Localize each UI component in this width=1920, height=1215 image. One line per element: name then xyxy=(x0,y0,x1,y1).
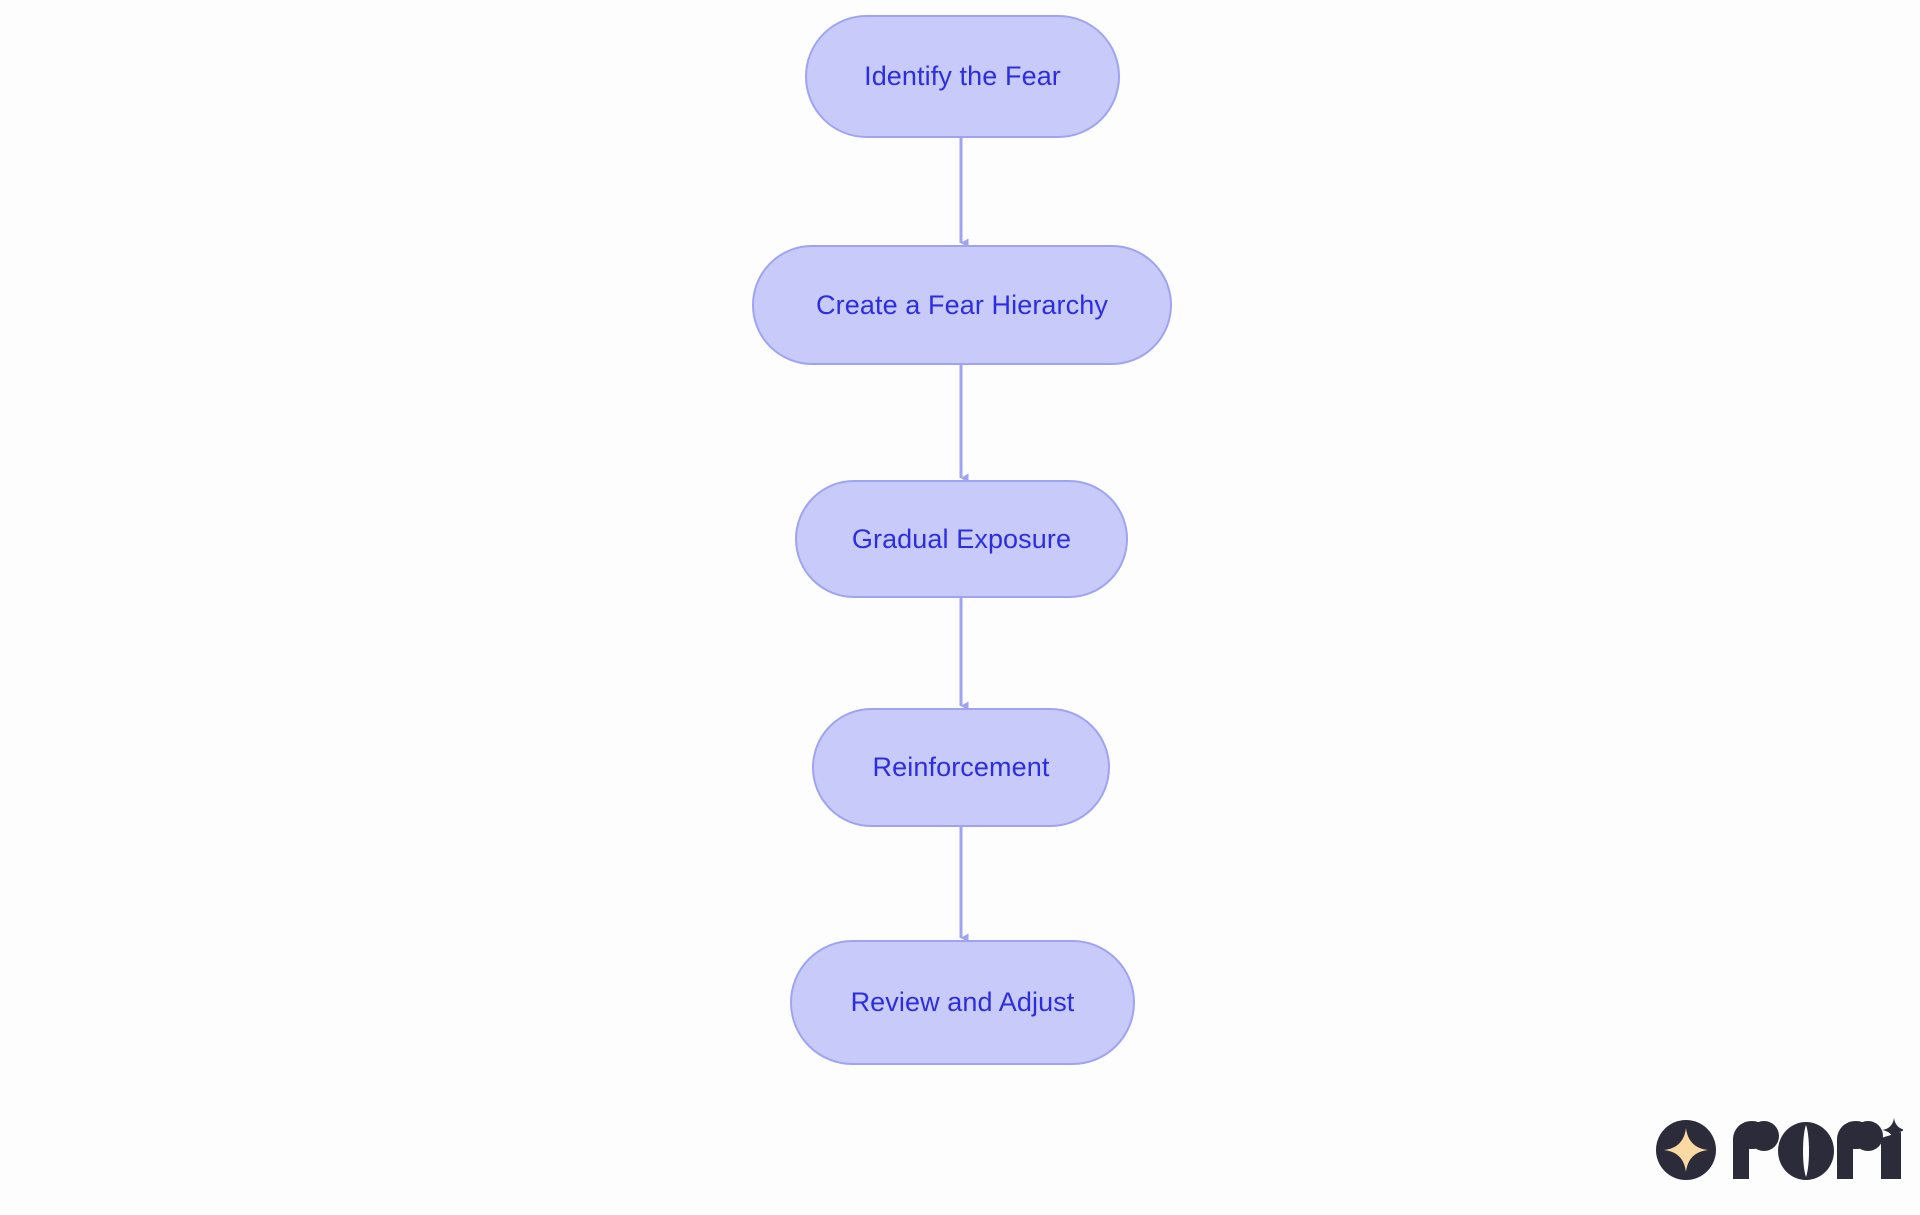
sparkle-star-icon xyxy=(1656,1120,1716,1180)
flowchart-node-label: Create a Fear Hierarchy xyxy=(816,289,1108,320)
flowchart-node-n1[interactable]: Identify the Fear xyxy=(805,15,1120,138)
flowchart-node-label: Reinforcement xyxy=(872,752,1050,782)
flowchart-node-n4[interactable]: Reinforcement xyxy=(812,708,1110,827)
flowchart-node-n3[interactable]: Gradual Exposure xyxy=(795,480,1128,598)
flowchart-node-n5[interactable]: Review and Adjust xyxy=(790,940,1135,1065)
rori-logo xyxy=(1655,1118,1903,1182)
flowchart-node-label: Gradual Exposure xyxy=(851,523,1072,554)
flowchart-node-n2[interactable]: Create a Fear Hierarchy xyxy=(752,245,1172,365)
rori-wordmark xyxy=(1733,1118,1903,1180)
flowchart-node-label: Review and Adjust xyxy=(850,987,1075,1017)
sparkle-star-accent-icon xyxy=(1882,1118,1903,1142)
flowchart-node-label: Identify the Fear xyxy=(864,61,1061,91)
